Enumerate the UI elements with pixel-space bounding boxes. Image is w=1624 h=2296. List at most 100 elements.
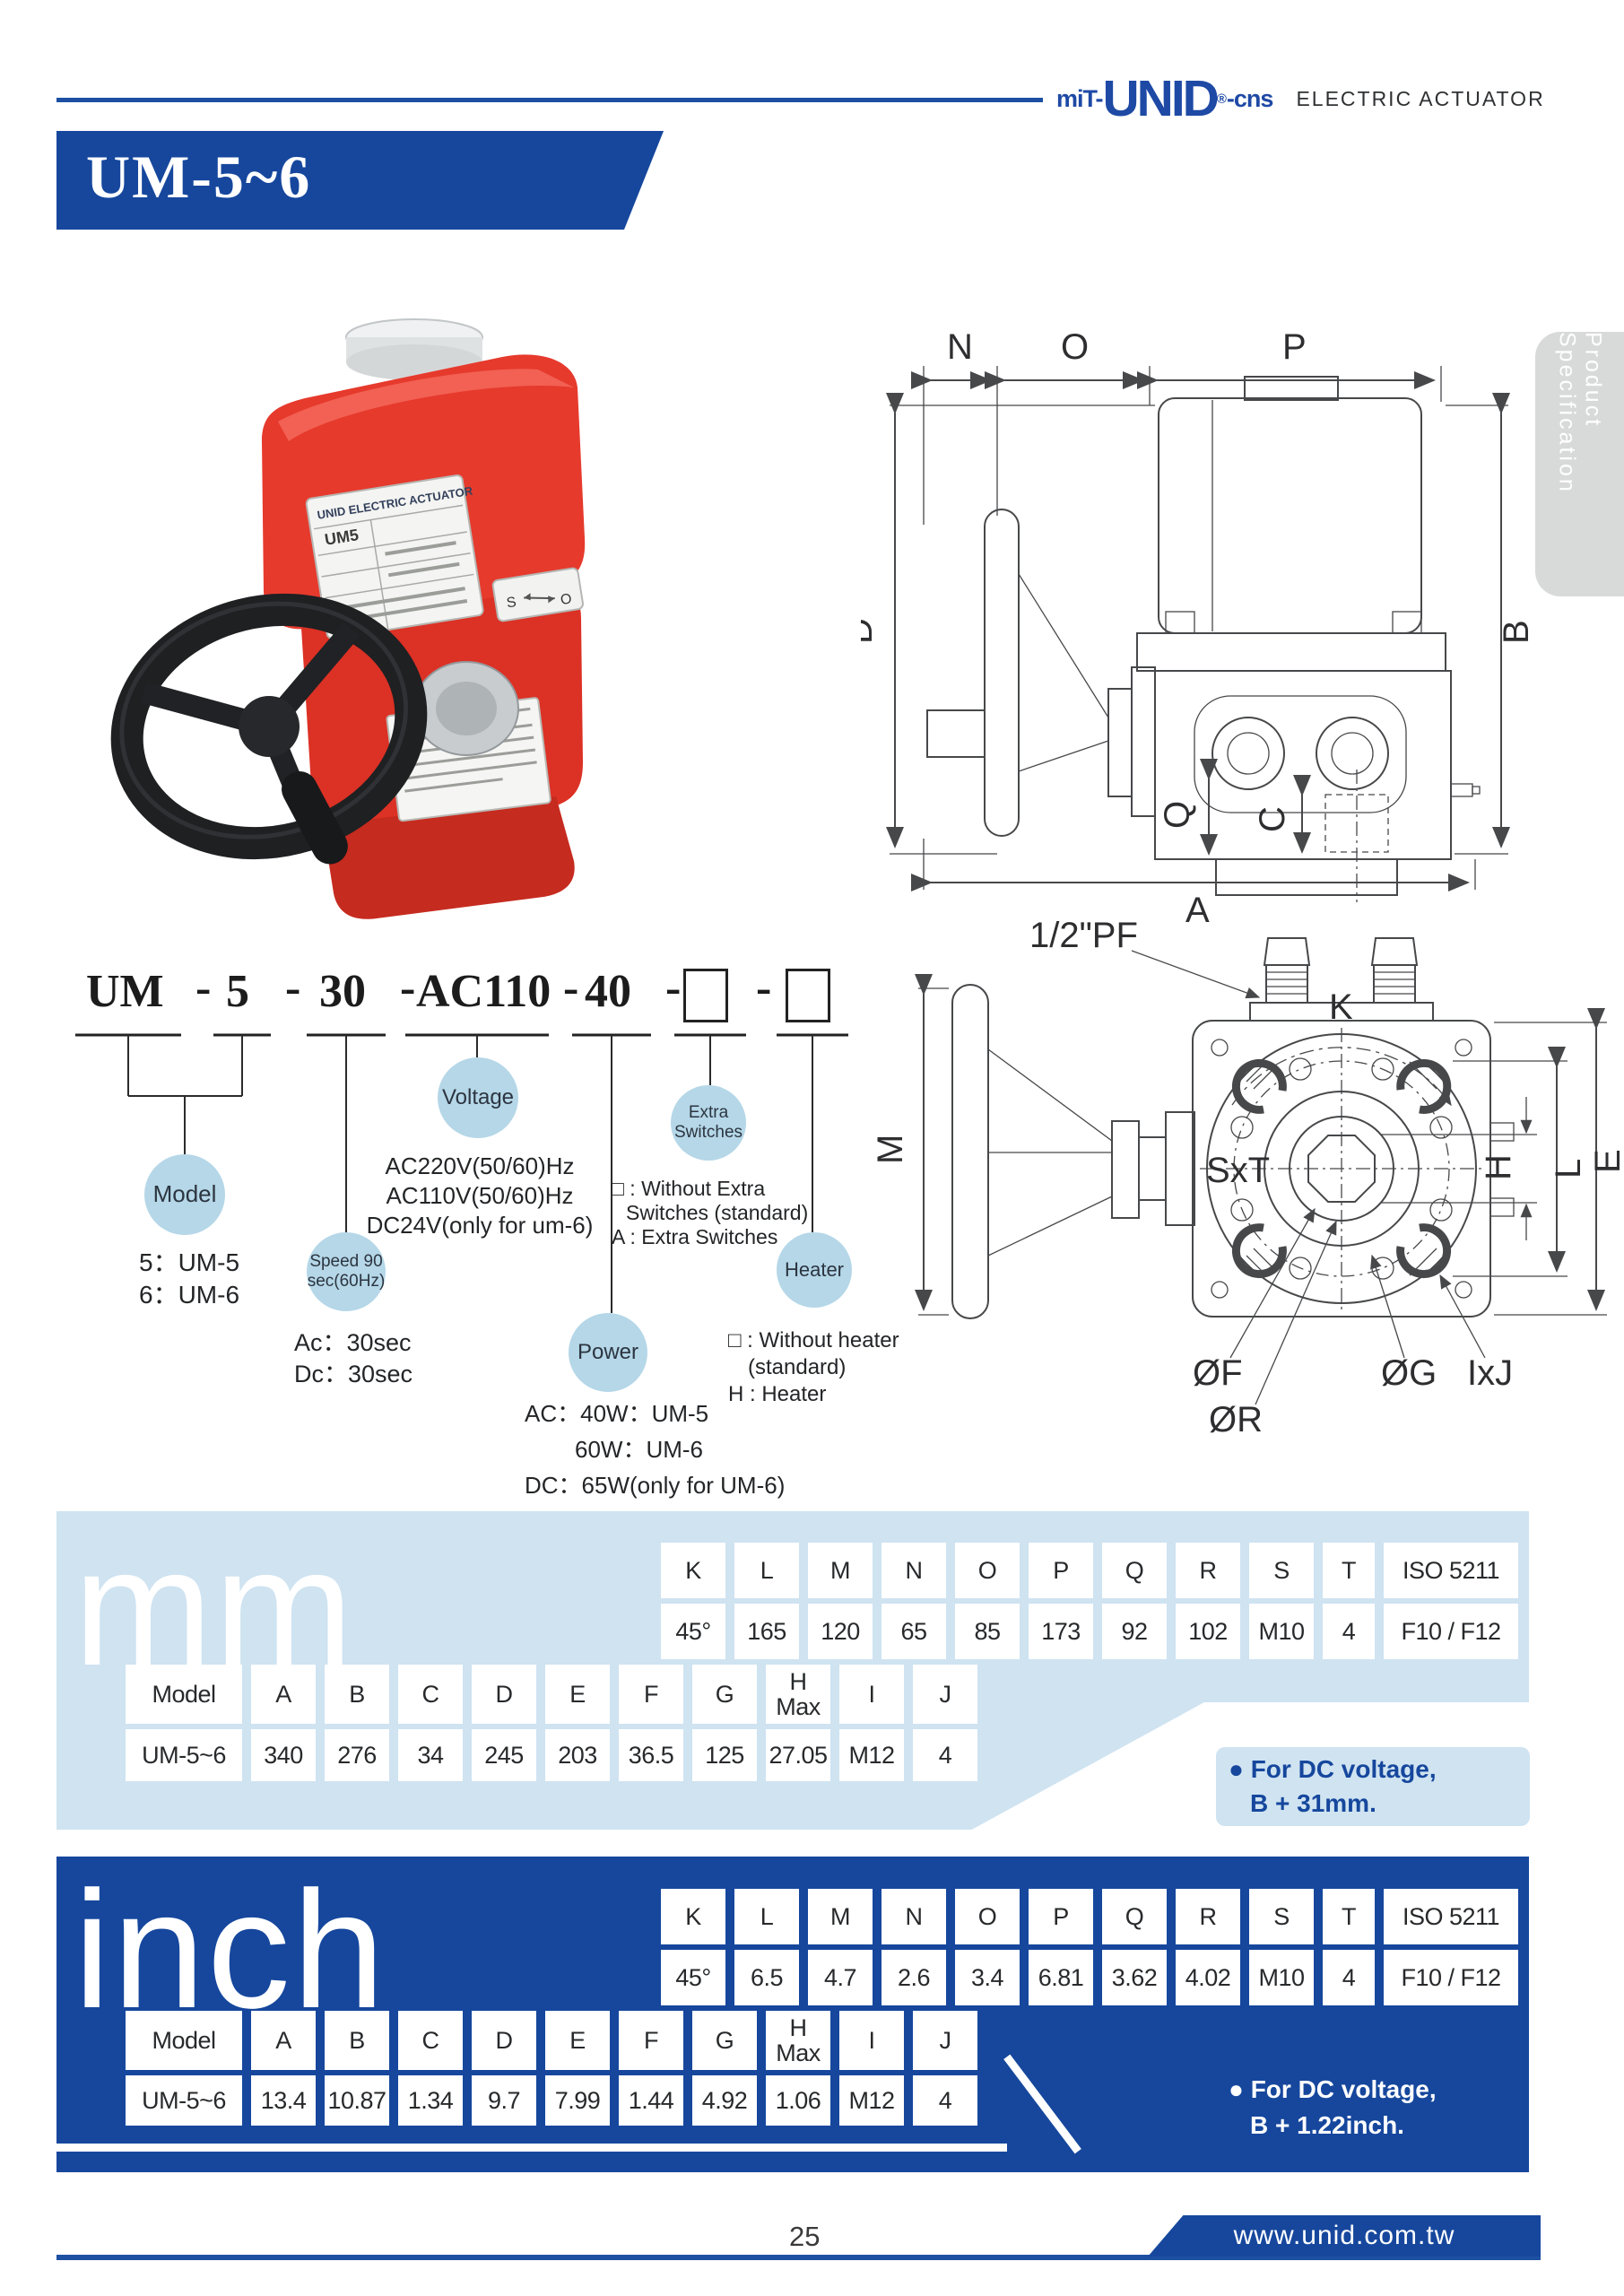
note-line: Switches (standard) <box>626 1201 809 1224</box>
inch-header-cell: S <box>1249 1889 1314 1944</box>
mm-header-cell: T <box>1323 1543 1375 1598</box>
inch-value-cell: 7.99 <box>545 2075 610 2126</box>
mm-header-cell: ISO 5211 <box>1384 1543 1518 1598</box>
inch-value-cell: 2.6 <box>881 1950 946 2005</box>
bubble-label: sec(60Hz) <box>307 1272 386 1291</box>
inch-value-cell: 1.34 <box>398 2075 463 2126</box>
inch-header-cell: C <box>398 2011 463 2070</box>
product-photo: UNID ELECTRIC ACTUATOR UM5 S O <box>110 318 586 919</box>
dim-label-c: C <box>1253 806 1292 832</box>
callout-note-heater: □ : Without heater (standard) H : Heater <box>728 1327 899 1408</box>
note-line: DC24V(only for um-6) <box>366 1212 594 1239</box>
dim-label-og: ØG <box>1381 1353 1437 1393</box>
inch-header-cell: J <box>913 2011 977 2070</box>
dim-label-k: K <box>1329 987 1353 1027</box>
mm-header-cell: F <box>619 1665 683 1724</box>
registered-mark-icon: ® <box>1216 91 1227 107</box>
mm-value-cell: 36.5 <box>619 1729 683 1781</box>
inch-value-cell: 6.81 <box>1029 1950 1093 2005</box>
mm-header-cell: M <box>808 1543 873 1598</box>
mm-value-cell: 173 <box>1029 1604 1093 1659</box>
inch-value-cell: F10 / F12 <box>1384 1950 1518 2005</box>
callout-bubble-power: Power <box>569 1313 647 1392</box>
callout-note-model: 5：UM-5 6：UM-6 <box>139 1247 239 1311</box>
dim-label-pf: 1/2"PF <box>1029 916 1138 955</box>
note-line: 60W：UM-6 <box>575 1436 704 1463</box>
inch-value-cell: 4.92 <box>692 2075 757 2126</box>
inch-header-cell: N <box>881 1889 946 1944</box>
mm-value-cell: M12 <box>839 1729 904 1781</box>
mm-value-cell: 102 <box>1176 1604 1240 1659</box>
mm-header-cell: Model <box>126 1665 242 1724</box>
title-banner <box>56 131 664 230</box>
note-line: AC：40W：UM-5 <box>525 1400 709 1427</box>
mm-value-cell: M10 <box>1249 1604 1314 1659</box>
mm-value-cell: 340 <box>251 1729 316 1781</box>
dim-label-h: H <box>1479 1154 1518 1180</box>
page-title: UM-5~6 <box>86 143 312 211</box>
inch-header-cell: E <box>545 2011 610 2070</box>
brand-logo: miT- UNID ® -cns ELECTRIC ACTUATOR <box>1056 70 1545 127</box>
mm-value-cell: 165 <box>734 1604 799 1659</box>
mm-value-cell: 85 <box>955 1604 1020 1659</box>
note-line: H : Heater <box>728 1382 827 1406</box>
dim-label-of: ØF <box>1193 1353 1243 1393</box>
inch-header-cell: M <box>808 1889 873 1944</box>
logo-prefix: miT- <box>1056 84 1104 112</box>
mm-header-cell: G <box>692 1665 757 1724</box>
mm-header-cell: Q <box>1102 1543 1167 1598</box>
mm-header-cell: C <box>398 1665 463 1724</box>
inch-panel-stripe <box>56 2144 1007 2152</box>
bubble-label: Model <box>152 1180 217 1208</box>
code-separator: - <box>285 962 301 1013</box>
inch-value-cell: 3.4 <box>955 1950 1020 2005</box>
mm-header-cell: I <box>839 1665 904 1724</box>
dim-label-o: O <box>1061 327 1089 367</box>
mm-value-cell: 92 <box>1102 1604 1167 1659</box>
inch-value-cell: 4 <box>1323 1950 1375 2005</box>
inch-header-cell: T <box>1323 1889 1375 1944</box>
inch-header-cell: Q <box>1102 1889 1167 1944</box>
bubble-label: Switches <box>673 1123 743 1142</box>
open-label: O <box>560 591 573 608</box>
dim-label-m: M <box>871 1135 910 1164</box>
note-line: AC110V(50/60)Hz <box>386 1182 574 1209</box>
note-line: (standard) <box>748 1355 847 1379</box>
logo-tagline: ELECTRIC ACTUATOR <box>1296 86 1545 110</box>
mm-value-cell: 34 <box>398 1729 463 1781</box>
code-separator: - <box>756 962 772 1013</box>
inch-header-cell: L <box>734 1889 799 1944</box>
code-segment: 30 <box>319 966 366 1017</box>
mm-value-cell: 65 <box>881 1604 946 1659</box>
logo-suffix: -cns <box>1226 84 1274 112</box>
footer-rule <box>56 2255 1541 2260</box>
note-line: 5：UM-5 <box>139 1248 240 1276</box>
inch-header-cell: Model <box>126 2011 242 2070</box>
model-code-connectors <box>75 1033 848 1313</box>
inch-value-cell: 10.87 <box>325 2075 389 2126</box>
mm-header-cell: S <box>1249 1543 1314 1598</box>
inch-header-cell: ISO 5211 <box>1384 1889 1518 1944</box>
website-url: www.unid.com.tw <box>1233 2221 1455 2250</box>
bubble-label: Heater <box>784 1258 845 1282</box>
mm-header-cell: K <box>661 1543 725 1598</box>
shut-label: S <box>506 595 517 611</box>
note-line: □ : Without heater <box>728 1328 899 1352</box>
mm-value-cell: 4 <box>1323 1604 1375 1659</box>
callout-bubble-model: Model <box>144 1154 225 1235</box>
inch-value-cell: 4 <box>913 2075 977 2126</box>
dim-label-p: P <box>1282 327 1307 367</box>
dim-label-d: D <box>861 618 880 644</box>
mm-value-cell: 27.05 <box>766 1729 830 1781</box>
bubble-label: Extra <box>688 1103 729 1123</box>
inch-header-cell: G <box>692 2011 757 2070</box>
note-line: 6：UM-6 <box>139 1281 240 1309</box>
bubble-label: Speed 90 <box>309 1252 383 1272</box>
inch-value-cell: 6.5 <box>734 1950 799 2005</box>
